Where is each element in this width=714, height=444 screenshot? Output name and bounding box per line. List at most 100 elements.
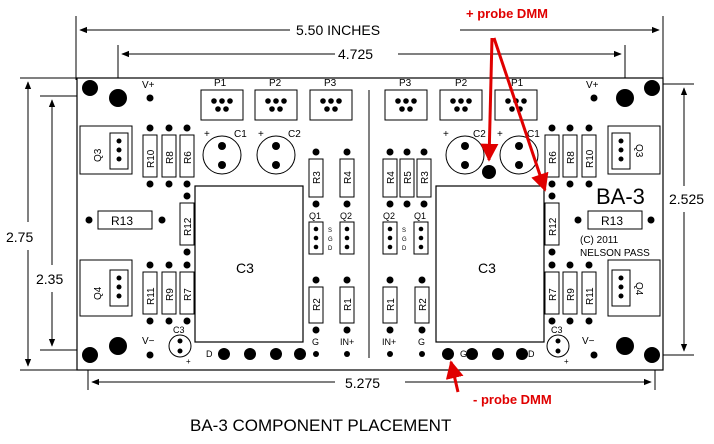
pcb-outline <box>76 77 664 371</box>
label-q4-left: Q4 <box>93 286 104 300</box>
svg-text:R9: R9 <box>566 288 577 301</box>
label-p3-right: P3 <box>399 78 412 89</box>
figure-caption: BA-3 COMPONENT PLACEMENT <box>190 416 451 435</box>
svg-text:R3: R3 <box>312 171 323 184</box>
pin-s-left: S <box>328 228 332 234</box>
svg-text:R4: R4 <box>386 171 397 184</box>
connector-group-left: P1 P2 P3 <box>200 78 353 121</box>
board-title: BA-3 <box>596 184 645 209</box>
transistor-q2-right: Q2 <box>382 211 398 255</box>
dim-width-total: 5.50 INCHES <box>296 22 380 38</box>
transistor-q1-right: Q1 <box>413 211 429 255</box>
svg-text:R3: R3 <box>420 171 431 184</box>
pin-g-right: G <box>402 237 407 243</box>
plus-c2-right: + <box>443 129 449 140</box>
label-c1-left: C1 <box>234 129 247 140</box>
resistor-r9-right: R9 <box>562 261 578 325</box>
svg-text:R9: R9 <box>165 288 176 301</box>
label-c2-left: C2 <box>288 129 301 140</box>
pin-s-right: S <box>402 228 406 234</box>
label-p1-right: P1 <box>511 78 524 89</box>
pin-g-left: G <box>328 237 333 243</box>
svg-text:R12: R12 <box>548 217 559 236</box>
pad-d-left: D <box>206 349 213 359</box>
svg-text:C3: C3 <box>173 325 185 335</box>
pad-d-right: D <box>528 349 535 359</box>
resistor-r5-right: R5 <box>399 148 415 208</box>
capacitor-c3-small-left: C3 + <box>168 325 192 366</box>
resistor-r2-right: R2 <box>414 276 430 334</box>
board-copyright: (C) 2011 <box>580 235 619 246</box>
mounting-holes <box>82 80 660 363</box>
resistor-r11-right: R11 <box>581 261 597 325</box>
label-c3-block-left: C3 <box>236 260 254 276</box>
pad-g-right-2: G <box>418 337 425 347</box>
resistor-r4-right: R4 <box>382 148 398 208</box>
board-author: NELSON PASS <box>580 248 650 259</box>
capacitor-c3-block-left: C3 <box>194 185 304 343</box>
pad-g-left-2: G <box>312 337 319 347</box>
svg-text:R6: R6 <box>183 151 194 164</box>
resistor-r2-left: R2 <box>308 276 324 334</box>
svg-text:Q1: Q1 <box>414 211 426 221</box>
label-c2-right: C2 <box>473 129 486 140</box>
resistor-r1-right: R1 <box>382 276 398 334</box>
dim-height-total: 2.75 <box>6 229 33 245</box>
svg-text:Q2: Q2 <box>340 211 352 221</box>
probe-minus-label: - probe DMM <box>473 392 552 407</box>
svg-text:+: + <box>186 357 191 366</box>
svg-text:R8: R8 <box>566 151 577 164</box>
svg-text:Q2: Q2 <box>383 211 395 221</box>
svg-text:R4: R4 <box>343 171 354 184</box>
label-vminus-right: V− <box>582 336 595 347</box>
label-p3-left: P3 <box>324 78 337 89</box>
resistor-r8-left: R8 <box>161 124 177 188</box>
resistor-r6-right: R6 <box>544 124 560 188</box>
svg-text:R1: R1 <box>386 298 397 311</box>
resistor-r10-left: R10 <box>142 124 158 188</box>
resistor-r1-left: R1 <box>339 276 355 334</box>
connector-group-right: P3 P2 P1 <box>384 78 538 121</box>
svg-text:R13: R13 <box>601 214 623 228</box>
dimension-lines <box>20 16 694 390</box>
resistor-r9-left: R9 <box>161 261 177 325</box>
dim-height-inner: 2.35 <box>36 271 63 287</box>
resistor-r8-right: R8 <box>562 124 578 188</box>
svg-text:C3: C3 <box>551 325 563 335</box>
pad-in-plus-right: IN+ <box>382 337 396 347</box>
svg-text:Q1: Q1 <box>309 211 321 221</box>
svg-text:R11: R11 <box>585 287 596 305</box>
svg-text:R1: R1 <box>343 298 354 311</box>
svg-text:R7: R7 <box>183 288 194 301</box>
plus-c1-right: + <box>497 129 503 140</box>
resistor-r6-left: R6 <box>179 124 195 188</box>
resistor-r12-left: R12 <box>179 192 195 256</box>
svg-text:R8: R8 <box>165 151 176 164</box>
transistor-q3-right: Q3 <box>607 125 661 175</box>
svg-text:R11: R11 <box>146 287 157 305</box>
pad-g-left: G <box>272 349 279 359</box>
probe-plus-label: + probe DMM <box>466 6 548 21</box>
svg-text:R6: R6 <box>548 151 559 164</box>
svg-text:R2: R2 <box>418 298 429 311</box>
bottom-pads <box>218 348 528 360</box>
resistor-r11-left: R11 <box>142 261 158 325</box>
resistor-r13-right: R13 <box>574 210 655 230</box>
label-p2-left: P2 <box>269 78 282 89</box>
resistor-r10-right: R10 <box>581 124 597 188</box>
capacitor-c3-small-right: C3 + <box>546 325 570 366</box>
label-p2-right: P2 <box>455 78 468 89</box>
pin-d-left: D <box>328 246 333 252</box>
resistor-r3-right: R3 <box>416 148 432 208</box>
capacitor-c3-block-right: C3 <box>435 185 545 343</box>
resistor-r12-right: R12 <box>544 192 560 256</box>
label-vplus-left: V+ <box>142 80 155 91</box>
resistor-r4-left: R4 <box>339 148 355 208</box>
pad-g-right: G <box>460 349 467 359</box>
resistor-r13-left: R13 <box>85 210 166 230</box>
svg-text:+: + <box>564 357 569 366</box>
transistor-q4-left: Q4 <box>79 259 133 317</box>
label-vminus-left: V− <box>142 336 155 347</box>
label-c3-block-right: C3 <box>478 260 496 276</box>
dim-width-bottom: 5.275 <box>345 375 380 391</box>
